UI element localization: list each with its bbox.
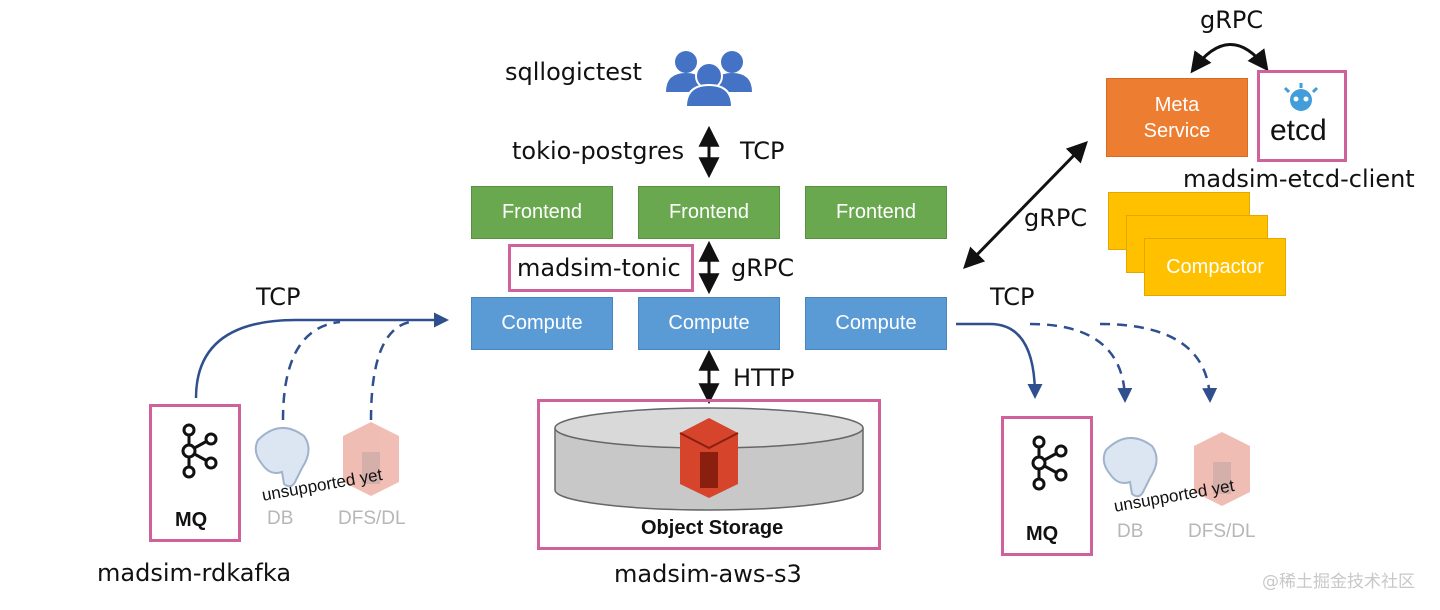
compute-node-2: Compute bbox=[638, 297, 780, 350]
madsim-aws-s3-caption: madsim-aws-s3 bbox=[614, 560, 802, 588]
grpc-etcd-label: gRPC bbox=[1200, 6, 1264, 34]
kafka-icon-right bbox=[1031, 435, 1068, 491]
kafka-icon-left bbox=[181, 423, 218, 479]
arrow-grpc-etcd bbox=[1190, 43, 1269, 74]
mq-right-label: MQ bbox=[1026, 523, 1059, 545]
mq-left-label: MQ bbox=[175, 509, 208, 531]
sqllogictest-label: sqllogictest bbox=[505, 58, 642, 86]
postgres-icon-right bbox=[1102, 437, 1158, 498]
dfs-right-label: DFS/DL bbox=[1188, 521, 1256, 542]
dfs-left-label: DFS/DL bbox=[338, 508, 406, 529]
s3-icon bbox=[679, 418, 739, 498]
arrow-right-db bbox=[1029, 322, 1133, 403]
db-right-label: DB bbox=[1117, 521, 1144, 542]
watermark-label: @稀土掘金技术社区 bbox=[1262, 572, 1415, 592]
madsim-etcd-client-caption: madsim-etcd-client bbox=[1183, 165, 1415, 193]
http-label: HTTP bbox=[733, 364, 795, 392]
object-storage-label: Object Storage bbox=[641, 517, 784, 539]
postgres-icon-left bbox=[254, 427, 310, 488]
grpc-mid-label: gRPC bbox=[731, 254, 795, 282]
db-left-label: DB bbox=[267, 508, 294, 529]
etcd-highlight bbox=[1257, 70, 1347, 162]
compute-node-1: Compute bbox=[471, 297, 613, 350]
arrow-right-dfs bbox=[1099, 322, 1218, 403]
etcd-label: etcd bbox=[1270, 114, 1327, 147]
dfs-icon-right bbox=[1194, 432, 1250, 506]
madsim-tonic-highlight bbox=[508, 244, 694, 292]
frontend-node-2: Frontend bbox=[638, 186, 780, 239]
grpc-diag-label: gRPC bbox=[1024, 204, 1088, 232]
mq-left-highlight bbox=[149, 404, 241, 542]
compute-node-3: Compute bbox=[805, 297, 947, 350]
meta-service-node: Meta Service bbox=[1106, 78, 1248, 157]
madsim-tonic-label: madsim-tonic bbox=[517, 254, 681, 282]
arrow-right-mq bbox=[956, 322, 1043, 399]
tcp-right-label: TCP bbox=[990, 283, 1035, 311]
dfs-icon-left bbox=[343, 422, 399, 496]
meta-service-line1: Meta bbox=[1154, 93, 1200, 116]
mq-right-highlight bbox=[1001, 416, 1093, 556]
frontend-node-1: Frontend bbox=[471, 186, 613, 239]
frontend-node-3: Frontend bbox=[805, 186, 947, 239]
arrow-left-mq bbox=[194, 312, 449, 399]
tcp-left-label: TCP bbox=[256, 283, 301, 311]
etcd-icon bbox=[1283, 83, 1319, 111]
tokio-postgres-label: tokio-postgres bbox=[512, 137, 685, 165]
arrow-left-dfs bbox=[369, 320, 411, 421]
arrow-left-db bbox=[281, 320, 341, 421]
users-icon bbox=[666, 51, 752, 108]
compactor-node: Compactor bbox=[1144, 238, 1286, 296]
arrow-grpc-diag bbox=[963, 140, 1088, 270]
meta-service-line2: Service bbox=[1143, 119, 1211, 142]
tcp-top-label: TCP bbox=[740, 137, 785, 165]
madsim-rdkafka-caption: madsim-rdkafka bbox=[97, 559, 292, 587]
object-storage-highlight bbox=[537, 399, 881, 550]
